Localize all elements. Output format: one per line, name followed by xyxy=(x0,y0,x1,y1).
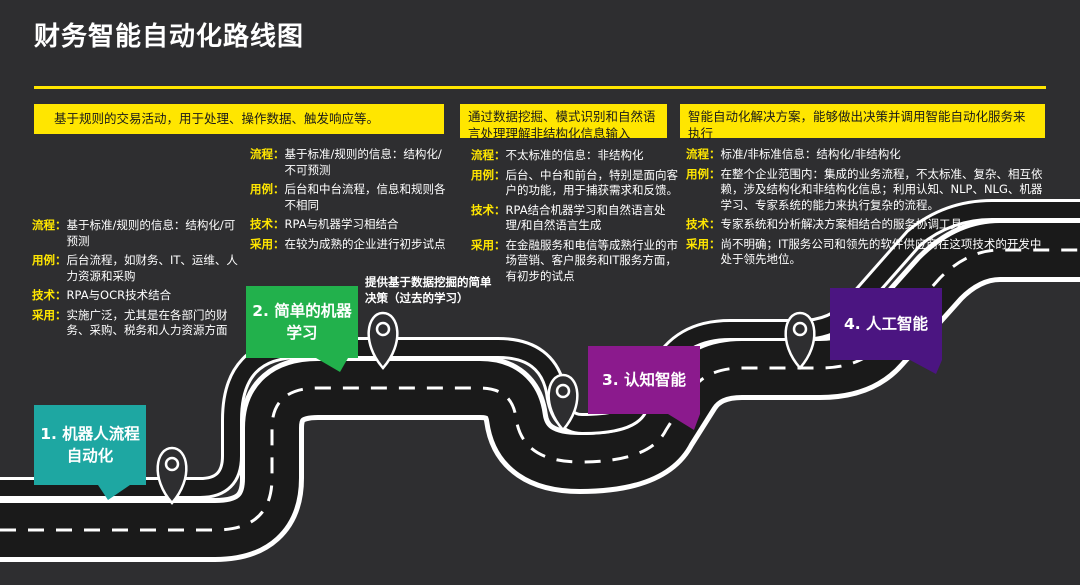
stage-4-details: 流程：标准/非标准信息：结构化/非结构化 用例：在整个企业范围内：集成的业务流程… xyxy=(686,147,1050,272)
banner-rules-based: 基于规则的交易活动，用于处理、操作数据、触发响应等。 xyxy=(34,104,444,134)
row-value: 标准/非标准信息：结构化/非结构化 xyxy=(720,147,901,161)
row-key: 采用： xyxy=(250,236,285,251)
row-key: 流程： xyxy=(686,147,721,161)
row-value: 尚不明确；IT服务公司和领先的软件供应商在这项技术的开发中处于领先地位。 xyxy=(720,236,1042,267)
row-value: RPA与OCR技术结合 xyxy=(66,288,172,302)
row-value: 在整个企业范围内：集成的业务流程，不太标准、复杂、相互依赖，涉及结构化和非结构化… xyxy=(720,166,1043,212)
map-pin-icon xyxy=(156,446,188,505)
row-key: 采用： xyxy=(686,236,721,251)
row-value: 在金融服务和电信等成熟行业的市场营销、客户服务和IT服务方面，有初步的试点 xyxy=(505,237,679,283)
row-value: 基于标准/规则的信息：结构化/可预测 xyxy=(66,218,236,248)
row-value: 实施广泛，尤其是在各部门的财务、采购、税务和人力资源方面 xyxy=(66,307,228,338)
row-key: 采用： xyxy=(32,307,67,322)
stage-4-callout: 4. 人工智能 xyxy=(830,288,942,360)
row-value: 后台、中台和前台，特别是面向客户的功能，用于捕获需求和反馈。 xyxy=(505,167,679,198)
stage-3-callout: 3. 认知智能 xyxy=(588,346,700,414)
stage-1-callout: 1. 机器人流程自动化 xyxy=(34,405,146,485)
row-value: 专家系统和分析解决方案相结合的服务协调工具 xyxy=(720,217,963,231)
row-key: 用例： xyxy=(471,167,506,182)
row-value: 后台和中台流程，信息和规则各不相同 xyxy=(284,182,446,212)
map-pin-icon xyxy=(784,311,816,370)
row-value: 在较为成熟的企业进行初步试点 xyxy=(284,236,446,251)
row-key: 技术： xyxy=(250,217,285,231)
row-key: 技术： xyxy=(32,288,67,302)
row-value: 基于标准/规则的信息：结构化/不可预测 xyxy=(284,147,442,177)
map-pin-icon xyxy=(547,373,579,432)
page-title: 财务智能自动化路线图 xyxy=(34,22,305,52)
title-divider xyxy=(34,86,1046,89)
stage-2-note: 提供基于数据挖掘的简单决策（过去的学习） xyxy=(365,275,492,305)
stage-2-callout: 2. 简单的机器学习 xyxy=(246,286,358,358)
stage-2-details: 流程：基于标准/规则的信息：结构化/不可预测 用例：后台和中台流程，信息和规则各… xyxy=(250,147,450,256)
banner-ai: 智能自动化解决方案，能够做出决策并调用智能自动化服务来执行 xyxy=(680,104,1045,141)
row-key: 采用： xyxy=(471,237,506,252)
row-value: 后台流程，如财务、IT、运维、人力资源和采购 xyxy=(66,253,238,283)
row-key: 技术： xyxy=(471,202,506,217)
row-key: 技术： xyxy=(686,217,721,231)
stage-3-details: 流程：不太标准的信息：非结构化 用例：后台、中台和前台，特别是面向客户的功能，用… xyxy=(471,148,679,288)
row-key: 用例： xyxy=(250,182,285,196)
row-key: 用例： xyxy=(686,166,721,181)
row-value: 不太标准的信息：非结构化 xyxy=(505,148,644,162)
banner-cognitive: 通过数据挖掘、模式识别和自然语言处理理解非结构化信息输入 xyxy=(460,104,667,141)
row-key: 流程： xyxy=(471,148,506,162)
stage-1-details: 流程：基于标准/规则的信息：结构化/可预测 用例：后台流程，如财务、IT、运维、… xyxy=(32,218,242,343)
row-value: RPA结合机器学习和自然语言处理/和自然语言生成 xyxy=(505,202,666,233)
map-pin-icon xyxy=(367,311,399,370)
row-key: 流程： xyxy=(250,147,285,161)
row-key: 流程： xyxy=(32,218,67,232)
row-key: 用例： xyxy=(32,253,67,267)
row-value: RPA与机器学习相结合 xyxy=(284,217,399,231)
